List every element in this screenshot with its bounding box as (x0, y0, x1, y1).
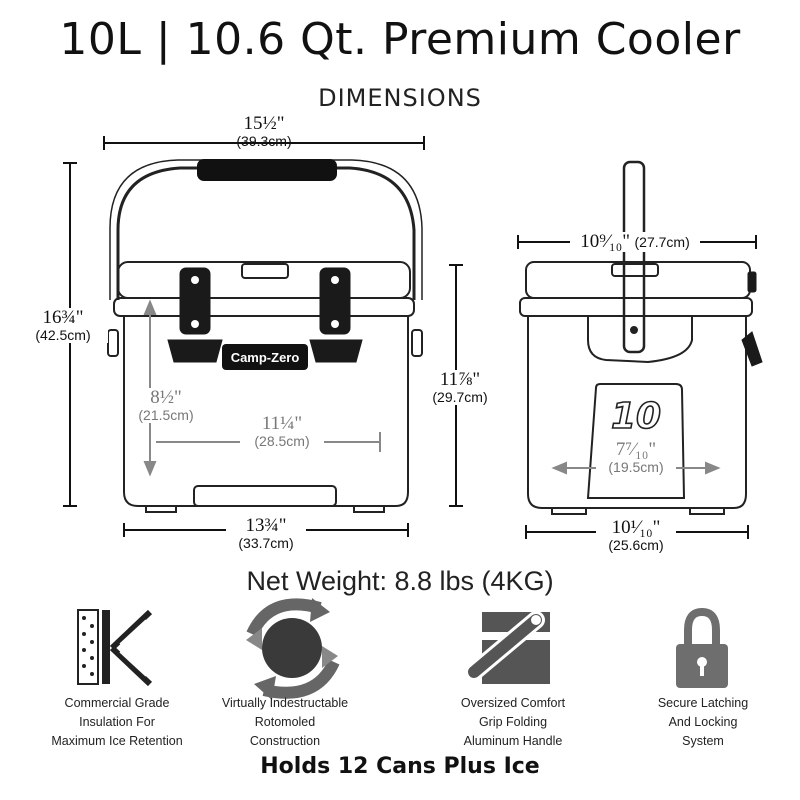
side-top-depth-inches: 10⁹⁄₁₀" (580, 231, 631, 252)
front-body-height-inches: 11⅞" (439, 369, 481, 390)
feature-line: Commercial Grade (64, 696, 170, 710)
feature-line: Grip Folding (478, 715, 548, 729)
front-latches (167, 267, 363, 363)
handle-grip (197, 159, 337, 181)
feature-rotomolded-caption: Virtually Indestructable Rotomoled Const… (200, 694, 370, 751)
front-bottom-width-cm: (33.7cm) (238, 535, 294, 551)
feature-line: System (682, 734, 724, 748)
front-total-height-label: 16¾" (42.5cm) (18, 308, 108, 343)
feature-line: And Locking (668, 715, 738, 729)
dimensions-heading: DIMENSIONS (318, 84, 482, 112)
front-interior-width-inches: 11¼" (261, 413, 303, 434)
front-view-cooler (107, 159, 423, 513)
front-bottom-width-label: 13¾" (33.7cm) (226, 516, 306, 551)
page-title: 10L | 10.6 Qt. Premium Cooler (59, 14, 741, 65)
side-interior-depth-inches: 7⁷⁄₁₀" (615, 439, 657, 460)
feature-line: Oversized Comfort (460, 696, 566, 710)
front-total-height-cm: (42.5cm) (35, 327, 91, 343)
side-top-depth-label: 10⁹⁄₁₀" (27.7cm) (570, 232, 700, 252)
handle-icon (465, 611, 556, 684)
brand-logo: Camp-Zero (231, 350, 300, 365)
front-interior-width-label: 11¼" (28.5cm) (240, 414, 324, 449)
front-interior-width-cm: (28.5cm) (240, 433, 324, 449)
feature-line: Maximum Ice Retention (51, 734, 183, 748)
feature-line: Construction (249, 734, 321, 748)
front-bottom-width-inches: 13¾" (245, 515, 287, 536)
front-body-height-cm: (29.7cm) (432, 389, 488, 405)
front-interior-height-label: 8½" (21.5cm) (128, 388, 204, 423)
side-interior-depth-label: 7⁷⁄₁₀" (19.5cm) (596, 440, 676, 475)
front-top-width-label: 15½" (39.3cm) (224, 114, 304, 149)
side-view-cooler (519, 160, 753, 515)
front-body-height-label: 11⅞" (29.7cm) (424, 370, 496, 405)
side-bottom-depth-inches: 10¹⁄₁₀" (611, 517, 661, 538)
side-latch (741, 271, 763, 367)
front-total-height-inches: 16¾" (42, 307, 84, 328)
capacity-footer: Holds 12 Cans Plus Ice (260, 754, 540, 779)
feature-handle-caption: Oversized Comfort Grip Folding Aluminum … (428, 694, 598, 751)
rotomolded-icon (246, 598, 340, 700)
capacity-mark: 10 (611, 396, 661, 437)
feature-line: Secure Latching (657, 696, 749, 710)
side-interior-depth-cm: (19.5cm) (596, 459, 676, 475)
insulation-icon (77, 609, 153, 687)
front-interior-height-cm: (21.5cm) (138, 407, 194, 423)
feature-latching-caption: Secure Latching And Locking System (618, 694, 788, 751)
side-top-depth-cm: (27.7cm) (634, 234, 690, 250)
feature-line: Virtually Indestructable (221, 696, 349, 710)
side-bottom-depth-cm: (25.6cm) (608, 537, 664, 553)
padlock-icon (676, 607, 728, 688)
feature-line: Rotomoled (254, 715, 316, 729)
brand-logo-badge (222, 344, 308, 370)
front-top-width-cm: (39.3cm) (236, 133, 292, 149)
feature-insulation-caption: Commercial Grade Insulation For Maximum … (32, 694, 202, 751)
front-top-width-inches: 15½" (243, 113, 285, 134)
feature-line: Insulation For (79, 715, 155, 729)
front-interior-height-inches: 8½" (150, 387, 182, 408)
side-bottom-depth-label: 10¹⁄₁₀" (25.6cm) (596, 518, 676, 553)
net-weight: Net Weight: 8.8 lbs (4KG) (246, 566, 554, 596)
feature-line: Aluminum Handle (463, 734, 563, 748)
